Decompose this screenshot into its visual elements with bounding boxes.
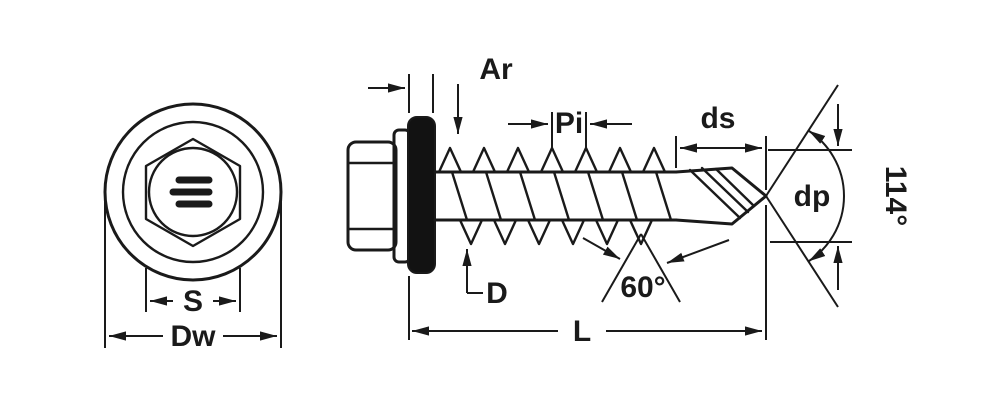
thread-teeth-bottom: [458, 218, 654, 246]
thread-angle-arrow-left: [582, 237, 621, 260]
dim-dw: Dw: [104, 198, 282, 353]
thread-angle-label: 60°: [620, 271, 665, 304]
dim-pi: Pi: [508, 107, 632, 150]
dim-ar: Ar: [368, 53, 513, 134]
thread-angle-line-left: [601, 233, 642, 303]
dw-label: Dw: [171, 320, 217, 353]
thread-teeth-top: [437, 146, 667, 174]
washer-outer-circle: [103, 102, 283, 282]
thread-angle-arrow-right: [666, 239, 730, 264]
length-label: L: [573, 315, 591, 348]
s-label: S: [183, 285, 203, 318]
dim-d: D: [462, 249, 508, 310]
thread-helix-lines: [450, 170, 673, 222]
dim-point-angle: 114°: [765, 84, 912, 308]
dim-ds: ds: [675, 102, 767, 190]
dp-label: dp: [794, 180, 831, 213]
head-inner-circle: [147, 146, 239, 238]
thread-angle-line-right: [640, 233, 681, 303]
drill-point: [674, 166, 768, 226]
ar-label: Ar: [479, 53, 513, 86]
point-angle-line-upper: [765, 84, 839, 197]
dim-length: L: [408, 205, 767, 348]
flange-circle: [121, 120, 265, 264]
hex-outline: [144, 137, 242, 248]
point-angle-label: 114°: [879, 166, 912, 226]
dim-thread-angle: 60°: [582, 233, 730, 304]
dim-s: S: [145, 268, 241, 318]
hex-head-side: [346, 140, 398, 252]
point-angle-arc: [807, 129, 845, 263]
epdm-washer: [407, 116, 436, 274]
pi-label: Pi: [555, 107, 583, 140]
hex-facet-lines: [346, 161, 398, 231]
point-angle-line-lower: [765, 195, 839, 308]
drill-flute-lines: [688, 166, 756, 220]
brand-mark-icon: [169, 176, 213, 208]
d-label: D: [486, 277, 508, 310]
ds-label: ds: [700, 102, 735, 135]
front-view: [103, 102, 283, 282]
